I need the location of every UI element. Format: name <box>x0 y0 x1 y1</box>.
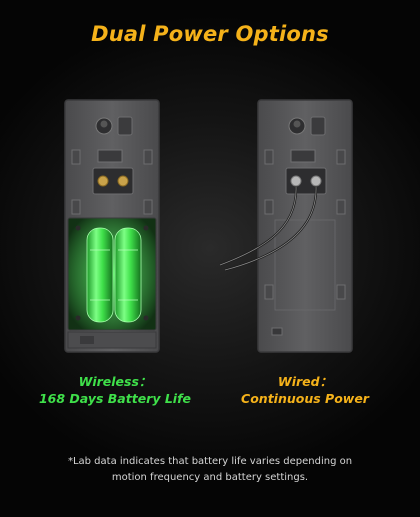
wired-label: Wired： <box>277 374 333 389</box>
wireless-device <box>64 99 160 353</box>
wireless-caption: Wireless： 168 Days Battery Life <box>20 373 210 407</box>
footnote-line-1: *Lab data indicates that battery life va… <box>67 456 353 467</box>
footnote-line-2: motion frequency and battery settings. <box>111 472 309 483</box>
wireless-detail: 168 Days Battery Life <box>38 391 192 406</box>
page-title: Dual Power Options <box>91 22 329 46</box>
footnote: *Lab data indicates that battery life va… <box>40 454 380 486</box>
wired-detail: Continuous Power <box>241 391 369 406</box>
wired-caption: Wired： Continuous Power <box>210 373 400 407</box>
wireless-label: Wireless： <box>78 374 152 389</box>
